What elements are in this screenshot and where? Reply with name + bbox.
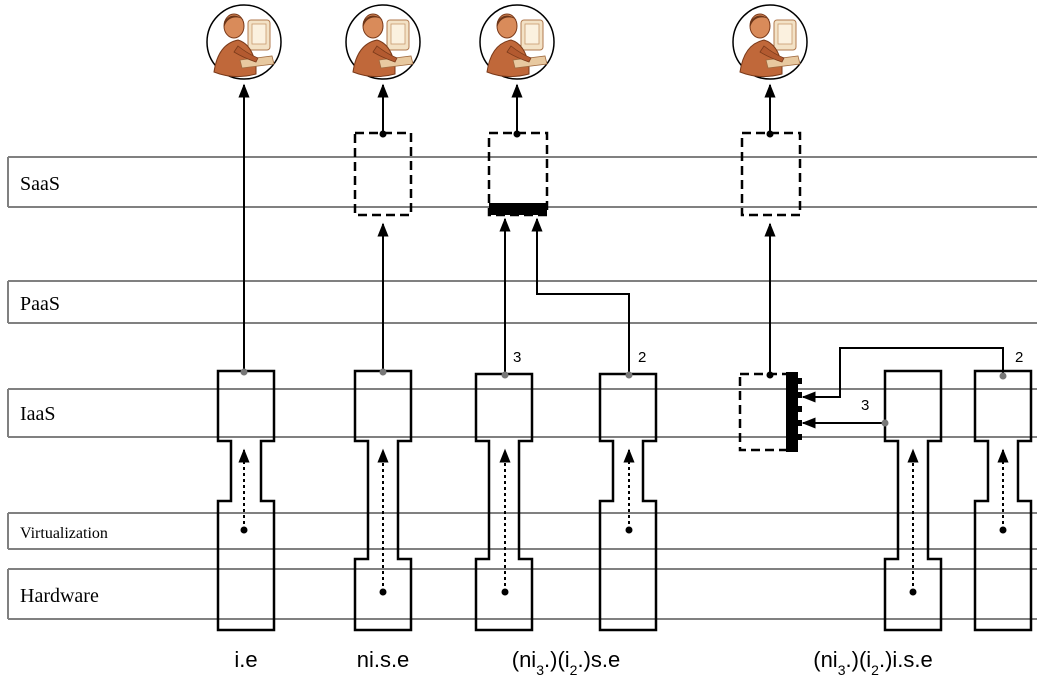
layer-label-paas: PaaS: [20, 293, 60, 315]
layer-label-hardware: Hardware: [20, 585, 99, 607]
layer-label-iaas: IaaS: [20, 403, 56, 425]
config-label-ni3i2se: (ni3.)(i2.)s.e: [512, 647, 621, 676]
stack-column: [216, 369, 276, 632]
config-label-ni3i2ise: (ni3.)(i2.)i.s.e: [813, 647, 933, 676]
load-balancer: [786, 372, 798, 452]
stack-column: [353, 369, 413, 632]
layer-label-saas: SaaS: [20, 173, 60, 195]
stack-column: [474, 372, 534, 632]
layer-bands: [7, 156, 1037, 620]
config-ni3i2ise: 2 3: [738, 83, 1033, 632]
config-ni3i2se: 3 2: [474, 83, 658, 632]
stack-column: [883, 369, 943, 632]
config-ie: [216, 83, 276, 632]
saas-instance: [353, 131, 413, 217]
edge-label: 2: [638, 349, 646, 366]
saas-instance: [487, 131, 549, 217]
stack-column: [598, 372, 658, 632]
user-at-computer-icon: [206, 4, 282, 80]
edge-label: 2: [1015, 349, 1023, 366]
edge-label: 3: [513, 349, 521, 366]
config-label-ie: i.e: [234, 647, 257, 672]
configuration-labels: i.e ni.s.e (ni3.)(i2.)s.e (ni3.)(i2.)i.s…: [234, 647, 932, 676]
user-at-computer-icon: [345, 4, 421, 80]
users: [206, 4, 808, 80]
stack-column: [973, 369, 1033, 632]
saas-instance: [740, 131, 802, 217]
layer-labels: SaaS PaaS IaaS Virtualization Hardware: [20, 173, 108, 607]
user-at-computer-icon: [479, 4, 555, 80]
edge-label: 3: [861, 397, 869, 414]
config-nise: [353, 83, 413, 632]
layer-label-virtualization: Virtualization: [20, 525, 108, 542]
load-balancer: [489, 203, 547, 215]
user-at-computer-icon: [732, 4, 808, 80]
config-label-nise: ni.s.e: [357, 647, 410, 672]
